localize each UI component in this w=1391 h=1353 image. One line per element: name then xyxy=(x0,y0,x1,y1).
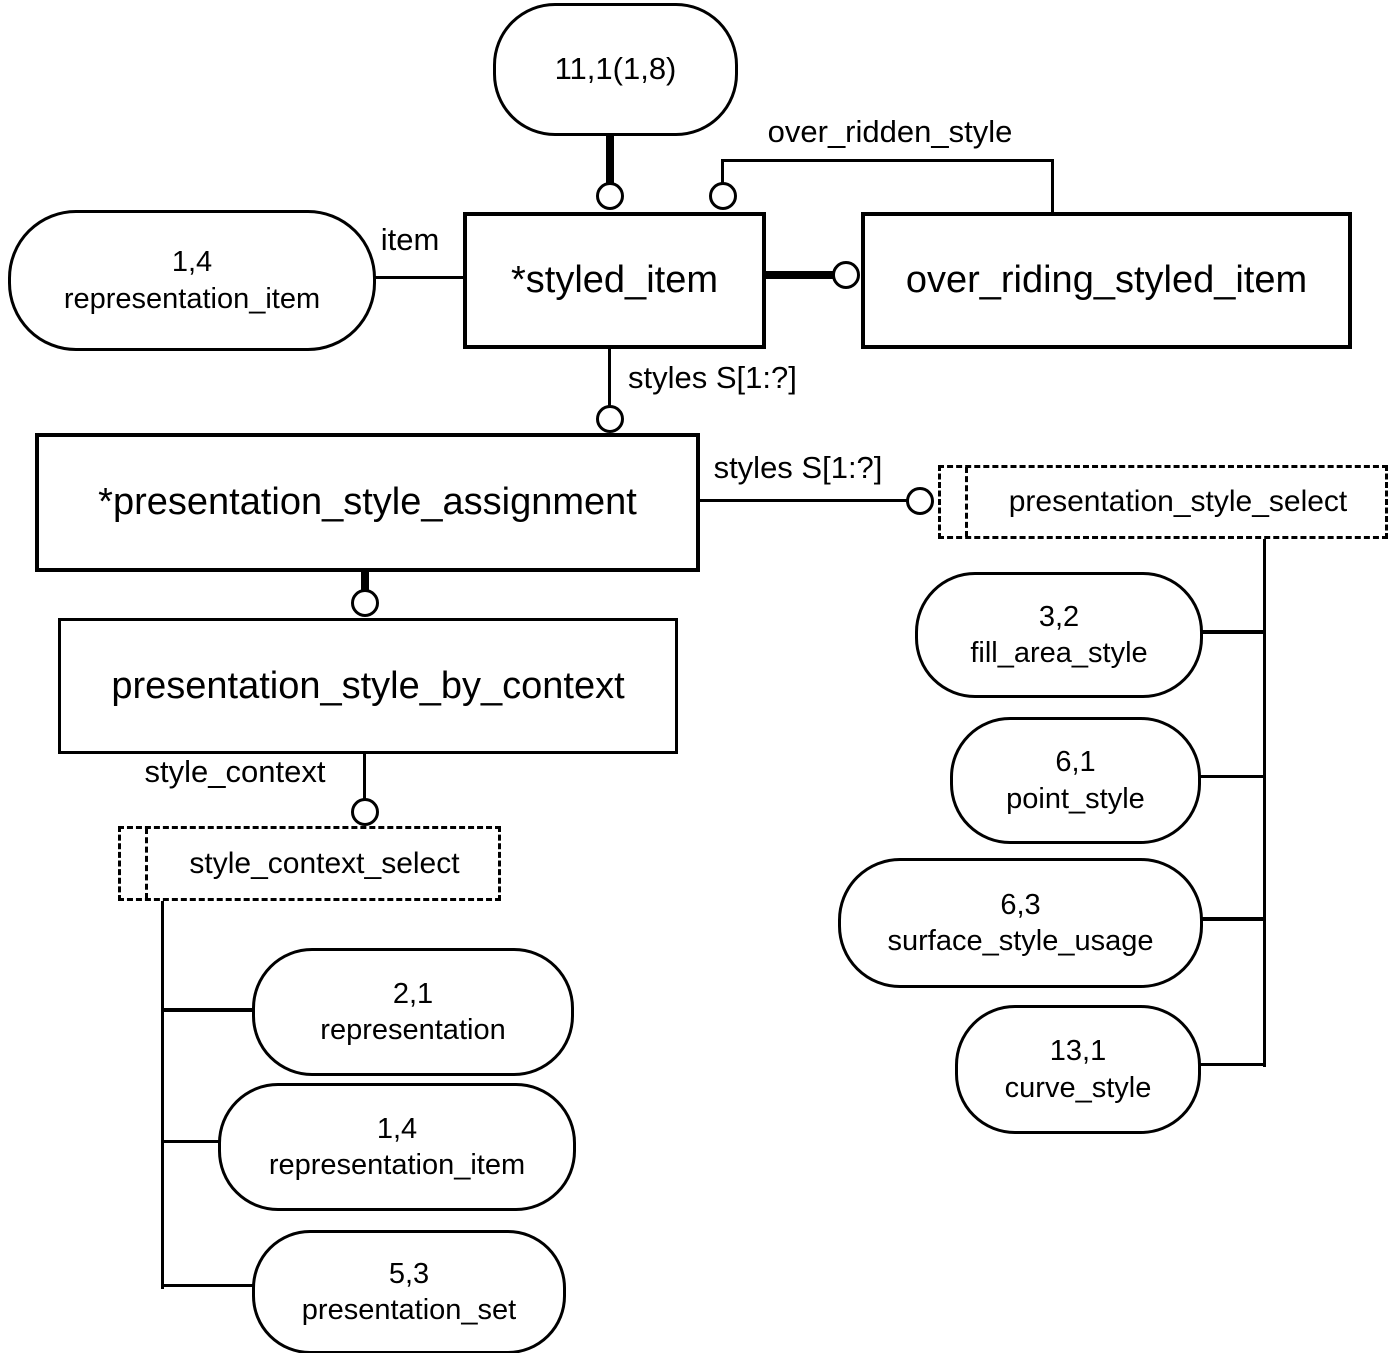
page-ref-11-1-label: 11,1(1,8) xyxy=(554,51,677,87)
page-ref-number: 3,2 xyxy=(1038,600,1080,633)
page-ref-number: 1,4 xyxy=(171,246,213,279)
edge-representation-branch xyxy=(163,1008,253,1012)
page-ref-curve-style-oval: 13,1 curve_style xyxy=(955,1005,1201,1134)
styles-top-label: styles S[1:?] xyxy=(628,360,797,395)
edge-assignment-bycontext-thick-line xyxy=(361,562,369,591)
select-presentation-style-select-label: presentation_style_select xyxy=(1008,485,1348,518)
edge-presentation-style-select-tree-trunk xyxy=(1263,531,1266,1067)
relation-circle-over-riding-styled-item xyxy=(832,261,860,289)
edge-pageref-styled-item-thick-line xyxy=(606,128,614,184)
page-ref-presentation-set-oval: 5,3 presentation_set xyxy=(252,1230,566,1353)
relation-circle-styles-right xyxy=(906,487,934,515)
page-ref-representation-item-left-oval: 1,4 representation_item xyxy=(8,210,376,351)
page-ref-name: representation_item xyxy=(63,282,321,315)
entity-styled-item: *styled_item xyxy=(463,212,766,349)
relation-circle-pageref-styled-item xyxy=(596,182,624,210)
page-ref-number: 13,1 xyxy=(1049,1035,1107,1068)
edge-representation-item-branch xyxy=(163,1140,219,1143)
entity-presentation-style-by-context-label: presentation_style_by_context xyxy=(111,664,625,707)
edge-curve-style-branch xyxy=(1193,1063,1265,1066)
entity-presentation-style-assignment-label: *presentation_style_assignment xyxy=(98,481,637,523)
relation-circle-over-ridden-style xyxy=(709,182,737,210)
page-ref-name: representation_item xyxy=(268,1149,526,1181)
relation-circle-style-context xyxy=(351,798,379,826)
page-ref-name: curve_style xyxy=(1004,1071,1152,1104)
page-ref-name: point_style xyxy=(1006,782,1145,815)
page-ref-fill-area-style-oval: 3,2 fill_area_style xyxy=(915,572,1203,698)
entity-over-riding-styled-item-label: over_riding_styled_item xyxy=(905,259,1308,301)
edge-styled-item-overriding-thick-line xyxy=(758,271,835,279)
edge-surface-style-usage-branch xyxy=(1195,917,1265,921)
item-label: item xyxy=(380,222,440,257)
select-divider xyxy=(965,467,968,537)
entity-presentation-style-assignment: *presentation_style_assignment xyxy=(35,433,700,572)
select-style-context-select-label: style_context_select xyxy=(189,846,460,880)
page-ref-point-style-oval: 6,1 point_style xyxy=(950,717,1201,844)
entity-over-riding-styled-item: over_riding_styled_item xyxy=(861,212,1352,349)
edge-style-context-line xyxy=(363,748,366,800)
entity-presentation-style-by-context: presentation_style_by_context xyxy=(58,618,678,754)
edge-style-context-select-tree-trunk xyxy=(161,895,164,1289)
page-ref-name: representation xyxy=(320,1014,506,1046)
relation-circle-by-context xyxy=(351,589,379,617)
styles-right-label: styles S[1:?] xyxy=(713,450,883,485)
over-ridden-style-label: over_ridden_style xyxy=(767,114,1013,149)
page-ref-11-1-oval: 11,1(1,8) xyxy=(493,3,738,136)
entity-styled-item-label: *styled_item xyxy=(511,259,718,301)
style-context-label: style_context xyxy=(144,754,326,789)
edge-styles-right-line xyxy=(692,499,908,502)
edge-over-ridden-style-line-horizontal xyxy=(721,159,1054,162)
page-ref-number: 5,3 xyxy=(388,1257,430,1290)
edge-styles-top-line xyxy=(608,341,611,407)
edge-presentation-set-branch xyxy=(163,1284,253,1287)
page-ref-surface-style-usage-oval: 6,3 surface_style_usage xyxy=(838,858,1203,988)
edge-item-line xyxy=(370,276,464,279)
edge-point-style-branch xyxy=(1193,775,1265,778)
page-ref-representation-oval: 2,1 representation xyxy=(252,948,574,1076)
select-divider xyxy=(145,828,148,899)
page-ref-representation-item-bottom-oval: 1,4 representation_item xyxy=(218,1083,576,1211)
edge-over-ridden-style-line-right-drop xyxy=(1051,159,1054,213)
page-ref-number: 6,1 xyxy=(1055,746,1096,779)
edge-fill-area-style-branch xyxy=(1195,630,1265,634)
page-ref-name: fill_area_style xyxy=(970,637,1148,669)
select-style-context-select: style_context_select xyxy=(118,826,501,901)
page-ref-name: presentation_set xyxy=(301,1294,517,1326)
page-ref-name: surface_style_usage xyxy=(887,925,1154,957)
page-ref-number: 6,3 xyxy=(1000,888,1041,921)
relation-circle-styles-top xyxy=(596,405,624,433)
edge-over-ridden-style-line-left-drop xyxy=(721,159,724,184)
select-presentation-style-select: presentation_style_select xyxy=(938,465,1388,539)
page-ref-number: 2,1 xyxy=(392,977,434,1010)
page-ref-number: 1,4 xyxy=(376,1112,418,1145)
